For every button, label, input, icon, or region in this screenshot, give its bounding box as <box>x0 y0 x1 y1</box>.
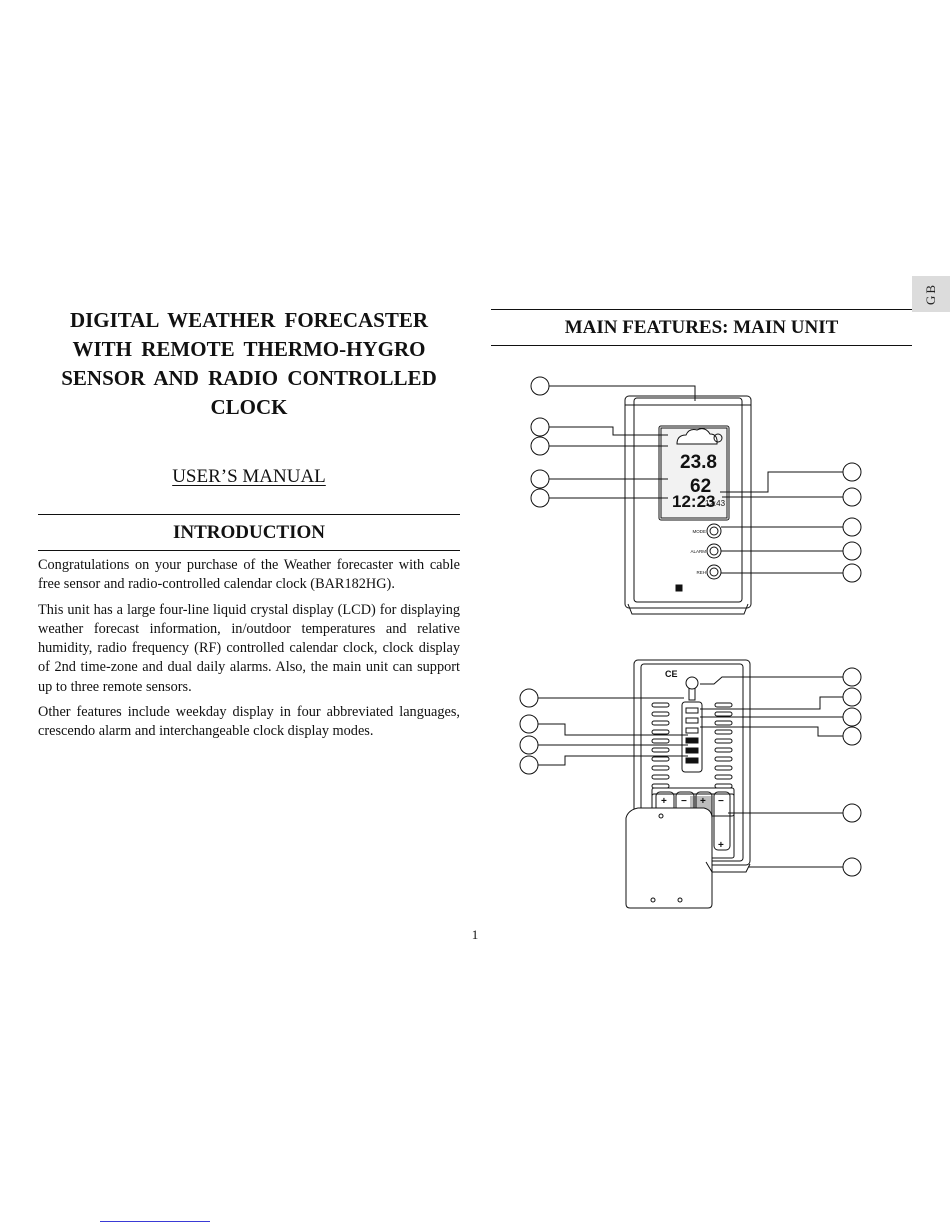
ce-mark: CE <box>665 669 678 679</box>
title-line: DIGITAL WEATHER FORECASTER <box>69 308 429 332</box>
front-view-diagram: 23.8 62 12:23 12:43 MODE ALARM REH <box>530 376 862 615</box>
lcd-humidity: 62 <box>690 476 711 497</box>
introduction-body: Congratulations on your purchase of the … <box>38 556 460 748</box>
users-manual-label: USER’S MANUAL <box>172 466 326 487</box>
title-line: WITH REMOTE THERMO-HYGRO <box>72 337 426 361</box>
back-view-diagram: CE + − + − + <box>519 659 862 909</box>
intro-paragraph: This unit has a large four-line liquid c… <box>38 601 460 695</box>
main-features-heading: MAIN FEATURES: MAIN UNIT <box>491 309 912 346</box>
alarm-button-label: ALARM <box>690 549 706 554</box>
introduction-heading: INTRODUCTION <box>38 514 460 551</box>
lcd-time: 12:23 <box>672 492 715 511</box>
title-line: CLOCK <box>210 395 288 419</box>
reh-button-label: REH <box>696 570 706 575</box>
battery-plus: + <box>661 796 667 807</box>
intro-paragraph: Other features include weekday display i… <box>38 704 460 740</box>
footer-link-line <box>100 1221 210 1222</box>
lcd-seconds: 12:43 <box>705 499 726 508</box>
battery-plus: + <box>700 796 706 807</box>
battery-minus: − <box>681 796 687 807</box>
intro-paragraph: Congratulations on your purchase of the … <box>38 557 460 593</box>
title-line: SENSOR AND RADIO CONTROLLED <box>61 366 437 390</box>
document-title: DIGITAL WEATHER FORECASTER WITH REMOTE T… <box>38 306 460 422</box>
lcd-temperature: 23.8 <box>680 452 717 473</box>
battery-plus: + <box>718 840 724 851</box>
battery-minus: − <box>718 796 724 807</box>
page-number: 1 <box>471 927 479 942</box>
language-tab: GB <box>912 276 950 312</box>
language-tab-label: GB <box>923 282 938 306</box>
mode-button-label: MODE <box>693 529 707 534</box>
